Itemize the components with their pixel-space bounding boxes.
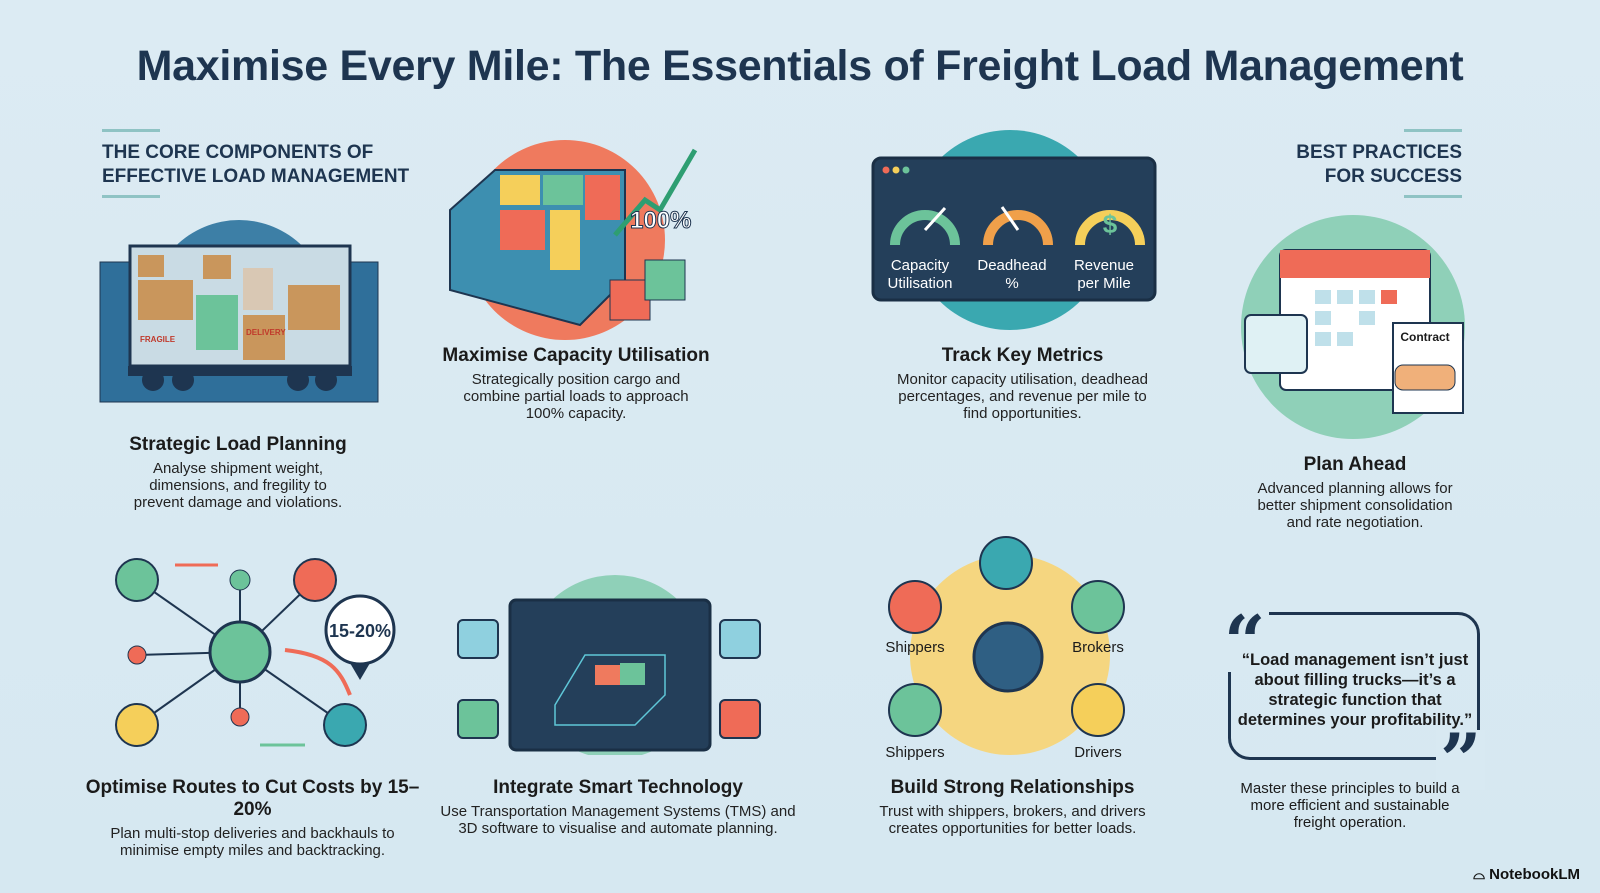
divider — [1404, 195, 1462, 198]
divider — [102, 195, 160, 198]
person-label: Shippers — [885, 744, 944, 760]
quote-box — [1228, 612, 1480, 760]
open-quote-icon: “ — [1220, 606, 1270, 678]
gauge-label: Deadhead — [977, 257, 1046, 274]
person-label: Brokers — [1072, 639, 1124, 656]
tms-software-illustration — [457, 575, 761, 755]
gauge-label: % — [1005, 275, 1018, 292]
person-label: Shippers — [885, 639, 944, 656]
fragile-label: FRAGILE — [140, 335, 176, 344]
gauge-label: Revenue — [1074, 257, 1134, 274]
svg-text:$: $ — [1103, 209, 1118, 239]
brand-logo: ⌓ NotebookLM — [1473, 866, 1580, 883]
gauge-label: Capacity — [891, 257, 950, 274]
route-network-illustration: 15-20% — [115, 558, 396, 747]
close-quote-icon: ” — [1436, 724, 1486, 796]
capacity-percent-label: 100% — [630, 207, 691, 234]
gauge-label: Utilisation — [887, 275, 952, 292]
closing-text: Master these principles to build a more … — [1240, 780, 1460, 831]
relationships-illustration: Shippers Brokers Shippers Drivers — [885, 536, 1125, 760]
savings-badge: 15-20% — [329, 621, 391, 641]
divider — [102, 129, 160, 132]
person-label: Drivers — [1074, 744, 1122, 760]
quote-text: “Load management isn’t just about fillin… — [1237, 651, 1473, 729]
page-title: Maximise Every Mile: The Essentials of F… — [136, 42, 1464, 90]
contract-label: Contract — [1400, 330, 1449, 344]
container-capacity-illustration: 100% — [449, 140, 698, 340]
card-optimise-routes: Optimise Routes to Cut Costs by 15–20%Pl… — [85, 777, 420, 859]
calendar-contract-illustration: Contract — [1241, 215, 1465, 439]
divider — [1404, 129, 1462, 132]
delivery-label: DELIVERY — [246, 328, 286, 337]
truck-load-illustration: FRAGILE DELIVERY — [99, 220, 379, 403]
gauge-label: per Mile — [1077, 275, 1130, 292]
